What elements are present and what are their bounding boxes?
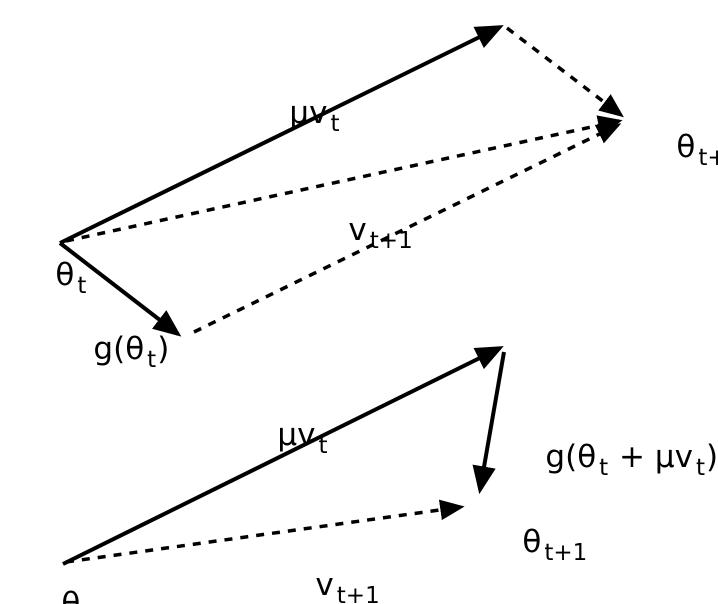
velocity-dashed-top bbox=[65, 115, 623, 243]
theta-next-main-bottom: θ bbox=[522, 524, 542, 560]
velocity-sub-bottom: t+1 bbox=[336, 583, 380, 604]
theta-next-sub-top: t+1 bbox=[698, 145, 718, 171]
lookahead-p0: g(θ bbox=[545, 439, 597, 475]
theta-t-label-bottom: θt bbox=[22, 558, 93, 604]
lookahead-p2: ) bbox=[706, 439, 718, 475]
lookahead-p1: + μv bbox=[609, 439, 693, 475]
theta-next-label-top: θt+1 bbox=[637, 101, 718, 201]
theta-t-main-top: θ bbox=[55, 257, 75, 293]
theta-t-main-bottom: θ bbox=[61, 586, 81, 604]
mu-v-vector-bottom bbox=[62, 346, 504, 566]
velocity-dashed-bottom bbox=[65, 499, 465, 564]
mu-v-vector-top bbox=[59, 25, 504, 245]
gradient-vector-top bbox=[58, 241, 182, 337]
theta-t-sub-top: t bbox=[77, 273, 87, 299]
correction-dashed-top bbox=[505, 26, 624, 118]
velocity-sub-top: t+1 bbox=[369, 228, 413, 254]
gradient-p0-top: g(θ bbox=[93, 331, 145, 367]
gradient-p1-top: ) bbox=[157, 331, 170, 367]
mu-v-main-bottom: μv bbox=[277, 417, 316, 453]
velocity-main-top: v bbox=[348, 212, 367, 248]
lookahead-gradient-vector-bottom bbox=[472, 351, 506, 495]
mu-v-sub-top: t bbox=[330, 111, 340, 137]
mu-v-main-top: μv bbox=[289, 95, 328, 131]
theta-next-main-top: θ bbox=[676, 129, 696, 165]
mu-v-sub-bottom: t bbox=[318, 433, 328, 459]
gradient-sub-top: t bbox=[147, 347, 157, 373]
theta-next-sub-bottom: t+1 bbox=[544, 540, 588, 566]
lookahead-sub1: t bbox=[695, 455, 705, 481]
lookahead-sub0: t bbox=[599, 455, 609, 481]
velocity-main-bottom: v bbox=[315, 567, 334, 603]
